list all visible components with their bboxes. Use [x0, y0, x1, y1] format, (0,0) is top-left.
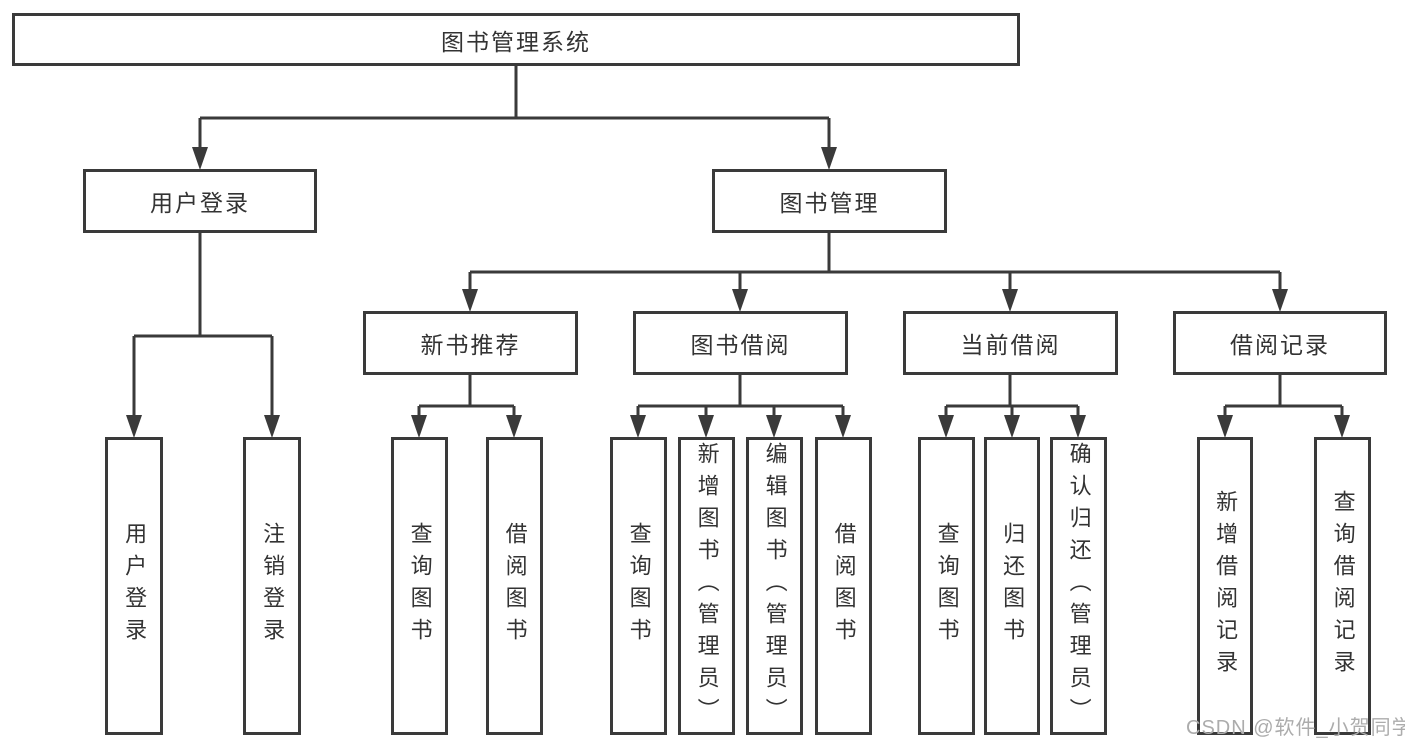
leaf-borrow-books: 借阅图书 — [815, 437, 872, 735]
leaf-recommend-borrow-books-label: 借阅图书 — [502, 522, 528, 650]
node-user-login-label: 用户登录 — [150, 190, 250, 216]
node-current-borrow-label: 当前借阅 — [960, 332, 1061, 358]
node-root-system-label: 图书管理系统 — [441, 28, 591, 55]
connector-current-borrow-to-leaves — [938, 375, 1086, 438]
connector-book-borrow-to-leaves — [630, 375, 851, 438]
leaf-return-books: 归还图书 — [984, 437, 1040, 735]
leaf-add-borrow-record-label: 新增借阅记录 — [1213, 490, 1239, 682]
node-book-management-label: 图书管理 — [779, 190, 880, 216]
node-new-book-recommend-label: 新书推荐 — [420, 332, 521, 358]
leaf-confirm-return-admin: 确认归还（管理员） — [1050, 437, 1107, 735]
node-borrow-records: 借阅记录 — [1173, 311, 1387, 375]
leaf-query-borrow-record-label: 查询借阅记录 — [1330, 490, 1356, 682]
leaf-edit-book-admin-label: 编辑图书（管理员） — [762, 442, 788, 730]
leaf-current-query-books-label: 查询图书 — [934, 522, 960, 650]
connector-root-to-level2 — [192, 66, 837, 170]
node-user-login: 用户登录 — [83, 169, 317, 233]
leaf-logout: 注销登录 — [243, 437, 301, 735]
leaf-current-query-books: 查询图书 — [918, 437, 975, 735]
node-root-system: 图书管理系统 — [12, 13, 1020, 66]
leaf-query-borrow-record: 查询借阅记录 — [1314, 437, 1371, 735]
leaf-edit-book-admin: 编辑图书（管理员） — [746, 437, 803, 735]
leaf-borrow-books-label: 借阅图书 — [831, 522, 857, 650]
leaf-add-book-admin-label: 新增图书（管理员） — [694, 442, 720, 730]
node-borrow-records-label: 借阅记录 — [1230, 332, 1330, 358]
node-new-book-recommend: 新书推荐 — [363, 311, 578, 375]
connector-book-management-to-level3 — [462, 233, 1288, 312]
connector-new-book-recommend-to-leaves — [411, 375, 522, 438]
node-book-borrow: 图书借阅 — [633, 311, 848, 375]
leaf-recommend-query-books-label: 查询图书 — [407, 522, 433, 650]
node-current-borrow: 当前借阅 — [903, 311, 1118, 375]
leaf-user-login: 用户登录 — [105, 437, 163, 735]
node-book-management: 图书管理 — [712, 169, 947, 233]
connector-user-login-to-leaves — [126, 233, 280, 438]
leaf-logout-label: 注销登录 — [260, 522, 286, 650]
csdn-watermark: CSDN @软件_小贺同学 — [1186, 717, 1405, 739]
leaf-add-book-admin: 新增图书（管理员） — [678, 437, 735, 735]
leaf-user-login-label: 用户登录 — [122, 522, 148, 650]
leaf-borrow-query-books-label: 查询图书 — [626, 522, 652, 650]
leaf-return-books-label: 归还图书 — [1000, 522, 1026, 650]
leaf-confirm-return-admin-label: 确认归还（管理员） — [1066, 442, 1092, 730]
connector-borrow-records-to-leaves — [1217, 375, 1350, 438]
leaf-add-borrow-record: 新增借阅记录 — [1197, 437, 1253, 735]
leaf-borrow-query-books: 查询图书 — [610, 437, 667, 735]
node-book-borrow-label: 图书借阅 — [690, 332, 791, 358]
leaf-recommend-query-books: 查询图书 — [391, 437, 448, 735]
leaf-recommend-borrow-books: 借阅图书 — [486, 437, 543, 735]
